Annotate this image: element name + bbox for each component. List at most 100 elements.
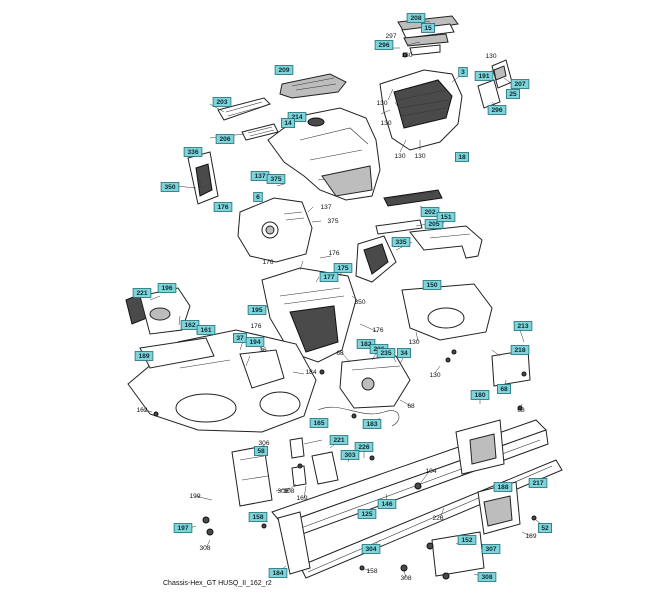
part-screen-335	[355, 235, 397, 283]
callout-label-207: 207	[514, 81, 525, 88]
callout-label-203: 203	[216, 99, 227, 106]
callout-box-221	[132, 288, 152, 298]
callout-box-146	[377, 499, 397, 509]
callout-label-375: 375	[327, 218, 338, 225]
callout-box-296	[487, 105, 507, 115]
callout-label-303: 303	[344, 452, 355, 459]
callout-label-308: 308	[400, 575, 411, 582]
callout-box-25	[505, 89, 520, 99]
part-bracket-assembly	[339, 355, 411, 409]
callout-box-58	[253, 446, 268, 456]
callout-label-205: 205	[428, 221, 439, 228]
part-dashboard	[237, 197, 313, 263]
callout-box-175	[333, 263, 353, 273]
callout-label-176: 176	[262, 259, 273, 266]
callout-box-194	[245, 337, 265, 347]
callout-label-176: 176	[217, 204, 228, 211]
callout-label-152: 152	[461, 537, 472, 544]
callout-label-217: 217	[532, 480, 543, 487]
callout-box-335	[391, 237, 411, 247]
callout-label-130: 130	[401, 52, 412, 59]
part-wire-165	[317, 406, 400, 427]
callout-label-158: 158	[252, 514, 263, 521]
callout-label-208: 208	[410, 15, 421, 22]
callout-label-130: 130	[429, 372, 440, 379]
callout-label-209: 209	[278, 67, 289, 74]
callout-box-180	[470, 390, 490, 400]
callout-box-182	[356, 339, 376, 349]
callout-label-137: 137	[320, 204, 331, 211]
callout-box-152	[457, 535, 477, 545]
callout-box-3	[458, 67, 468, 77]
callout-label-52: 52	[541, 525, 549, 532]
part-hood	[267, 107, 381, 201]
callout-label-195: 195	[251, 307, 262, 314]
callout-label-130: 130	[408, 339, 419, 346]
callout-label-191: 191	[478, 73, 489, 80]
callout-label-184: 184	[305, 369, 316, 376]
callout-box-162	[180, 320, 200, 330]
part-frame-rails	[271, 419, 563, 579]
callout-label-218: 218	[514, 347, 525, 354]
callout-label-150: 150	[426, 282, 437, 289]
callout-label-176: 176	[250, 323, 261, 330]
callout-box-336	[183, 147, 203, 157]
callout-box-15	[420, 23, 435, 33]
callout-box-165	[309, 418, 329, 428]
callout-label-235: 235	[380, 350, 391, 357]
callout-label-308: 308	[481, 574, 492, 581]
callout-label-183: 183	[366, 421, 377, 428]
callout-label-37: 37	[236, 335, 244, 342]
callout-box-188	[493, 482, 513, 492]
callout-label-68: 68	[336, 350, 344, 357]
part-headlight-lens	[279, 73, 347, 99]
callout-box-350	[160, 182, 180, 192]
callout-label-130: 130	[376, 100, 387, 107]
part-vent-202	[383, 189, 443, 207]
callout-box-203	[212, 97, 232, 107]
callout-box-206	[215, 134, 235, 144]
callout-box-197	[173, 523, 193, 533]
callout-label-130: 130	[485, 53, 496, 60]
callout-box-52	[538, 523, 553, 533]
part-bracket-58	[231, 445, 273, 507]
callout-label-169: 169	[296, 495, 307, 502]
callout-label-336: 336	[187, 149, 198, 156]
callout-label-189: 189	[138, 353, 149, 360]
callout-box-213	[513, 321, 533, 331]
callout-box-161	[196, 325, 216, 335]
callout-box-151	[436, 212, 456, 222]
callout-label-188: 188	[497, 484, 508, 491]
callout-box-207	[510, 79, 530, 89]
callout-label-196: 196	[161, 285, 172, 292]
callout-box-184	[268, 568, 288, 578]
callout-label-335: 335	[395, 239, 406, 246]
callout-label-221: 221	[333, 437, 344, 444]
callout-label-165: 165	[313, 420, 324, 427]
part-steering-tower	[261, 267, 357, 363]
callout-label-176: 176	[328, 250, 339, 257]
callout-label-350: 350	[164, 184, 175, 191]
callout-label-228: 228	[432, 515, 443, 522]
part-strip-205	[375, 219, 423, 235]
callout-box-205	[424, 219, 444, 229]
part-front-nose	[379, 69, 463, 151]
callout-box-183	[362, 419, 382, 429]
callout-box-125	[357, 509, 377, 519]
callout-label-36: 36	[259, 347, 267, 354]
callout-label-176: 176	[372, 327, 383, 334]
callout-box-214	[287, 112, 307, 122]
callout-label-375: 375	[270, 176, 281, 183]
callout-label-14: 14	[284, 120, 292, 127]
callout-label-197: 197	[177, 525, 188, 532]
callout-label-175: 175	[337, 265, 348, 272]
callout-label-306: 306	[258, 440, 269, 447]
callout-box-375	[266, 174, 286, 184]
callout-label-161: 161	[200, 327, 211, 334]
callout-label-184: 184	[272, 570, 283, 577]
callout-box-195	[247, 305, 267, 315]
callout-label-137: 137	[254, 173, 265, 180]
callout-label-125: 125	[361, 511, 372, 518]
